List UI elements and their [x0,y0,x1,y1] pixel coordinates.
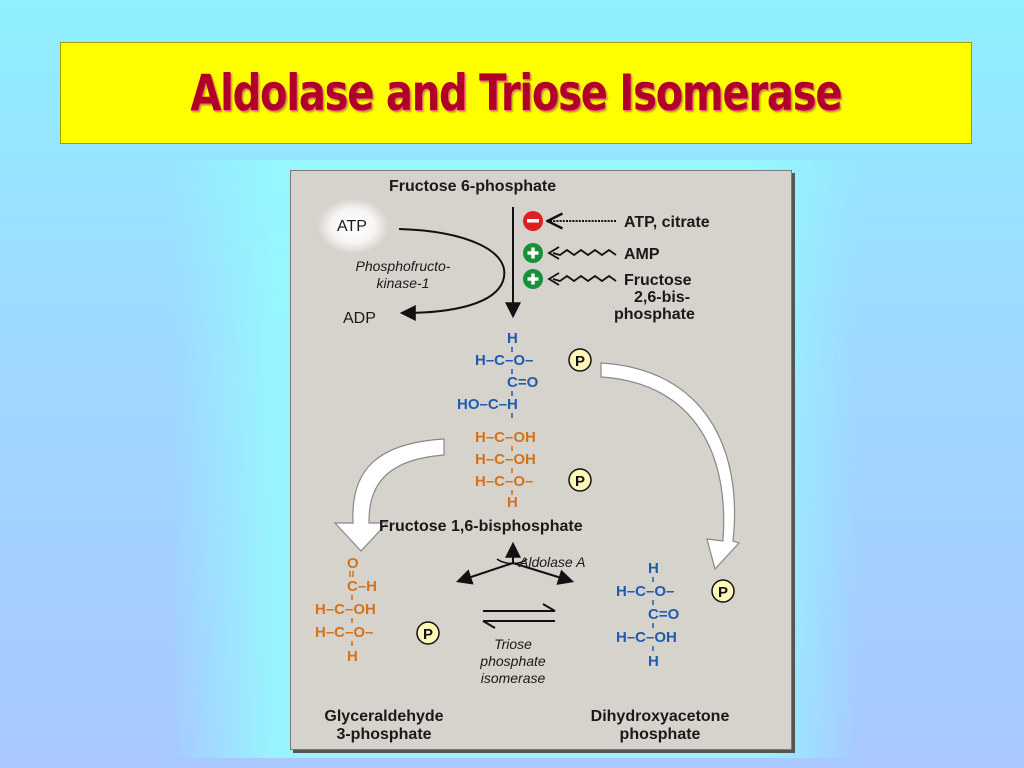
phosphate-icon: P [416,621,440,645]
f16bp-structure: H H–C–O– C=O HO–C–H H–C–OH H–C–OH H–C–O–… [457,330,539,511]
f16bp-label: Fructose 1,6-bisphosphate [379,518,583,535]
slide-title: Aldolase and Triose Isomerase [190,64,843,122]
isomerase-label-3: isomerase [481,670,546,686]
fructose-6-phosphate-label: Fructose 6-phosphate [389,178,556,195]
dhap-row-2: H–C–O– [616,583,674,600]
glycolysis-figure: Fructose 6-phosphate ATP ADP Phosphofruc… [290,170,792,750]
gap-structure: O C–H H–C–OH H–C–O– H [315,555,377,665]
dhap-structure: H H–C–O– C=O H–C–OH H [616,560,680,670]
f16bp-row-6: H–C–OH [475,451,536,468]
pfk-label-2: kinase-1 [377,275,430,291]
pfk-label-1: Phosphofructo- [356,258,451,274]
isomerase-label-1: Triose [494,636,532,652]
phosphate-icon: P [568,348,592,372]
dhap-row-4: H–C–OH [616,629,677,646]
phosphate-icon: P [711,579,735,603]
title-box: Aldolase and Triose Isomerase [60,42,972,144]
f16bp-row-2: H–C–O– [475,352,533,369]
right-cleavage-arrow [600,362,741,571]
atp-glow [317,198,389,254]
dhap-name-2: phosphate [620,726,701,743]
svg-text:P: P [718,584,728,601]
regulator-amp: AMP [523,243,660,263]
gap-row-4: H–C–O– [315,624,373,641]
svg-text:P: P [575,353,585,370]
f16bp-row-4: HO–C–H [457,396,518,413]
atp-adp-arrow [398,228,506,321]
pathway-diagram: Fructose 6-phosphate ATP ADP Phosphofruc… [315,178,741,743]
gap-row-5: H [347,648,358,665]
isomerase-equilibrium-arrows [482,603,556,629]
dhap-name-1: Dihydroxyacetone [591,708,730,725]
f26bp-label-2: 2,6-bis- [634,289,690,306]
f26bp-label-3: phosphate [614,306,695,323]
aldolase-label: Aldolase A [518,554,585,570]
gap-name-2: 3-phosphate [336,726,431,743]
aldolase-split-arrows [455,541,575,585]
gap-row-3: H–C–OH [315,601,376,618]
atp-label: ATP [337,218,367,235]
regulator-fructose-26-bp: Fructose 2,6-bis- phosphate [523,269,695,323]
f26bp-label-1: Fructose [624,272,692,289]
f16bp-row-1: H [507,330,518,347]
gap-name-1: Glyceraldehyde [324,708,443,725]
f16bp-row-7: H–C–O– [475,473,533,490]
atp-citrate-label: ATP, citrate [624,214,710,231]
f16bp-row-8: H [507,494,518,511]
f16bp-row-3: C=O [507,374,539,391]
gap-row-1: O [347,555,359,572]
adp-label: ADP [343,310,376,327]
left-cleavage-arrow [333,438,445,552]
dhap-row-3: C=O [648,606,680,623]
phosphate-icon: P [568,468,592,492]
regulator-atp-citrate: ATP, citrate [523,211,710,231]
amp-label: AMP [624,246,660,263]
gap-row-2: C–H [347,578,377,595]
svg-text:P: P [575,473,585,490]
svg-text:P: P [423,626,433,643]
dhap-row-5: H [648,653,659,670]
dhap-row-1: H [648,560,659,577]
f16bp-row-5: H–C–OH [475,429,536,446]
isomerase-label-2: phosphate [479,653,546,669]
